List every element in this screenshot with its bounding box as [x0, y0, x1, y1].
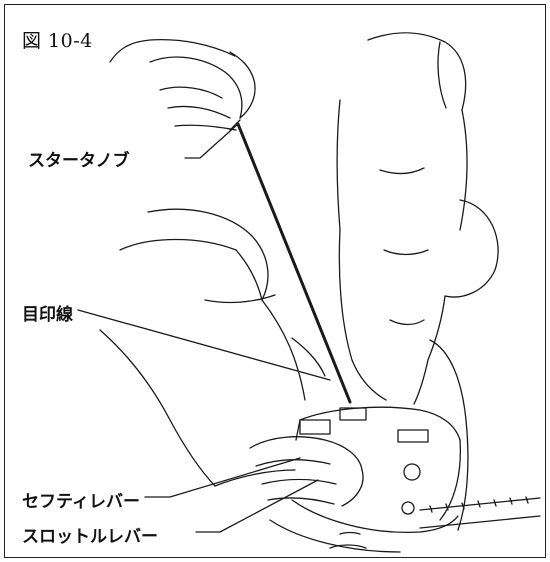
starter-rope [236, 122, 352, 404]
leader-throttle-lever [195, 479, 319, 533]
leader-starter-knob [184, 123, 239, 159]
label-safety-lever: セフティレバー [22, 492, 140, 512]
figure-title: 図 10-4 [22, 30, 93, 52]
operator-leg [336, 32, 499, 405]
leader-lines [77, 123, 331, 533]
pulling-hand [109, 38, 256, 131]
operator-left-leg [99, 208, 326, 487]
gripping-hand [249, 436, 364, 507]
label-starter-knob: スタータノブ [28, 151, 130, 171]
label-throttle-lever: スロットルレバー [22, 527, 158, 547]
figure-frame [4, 4, 546, 558]
leader-alignment-mark [77, 309, 331, 381]
leader-safety-lever [144, 457, 301, 498]
chainsaw-body [269, 339, 541, 553]
label-alignment-mark: 目印線 [22, 305, 73, 325]
